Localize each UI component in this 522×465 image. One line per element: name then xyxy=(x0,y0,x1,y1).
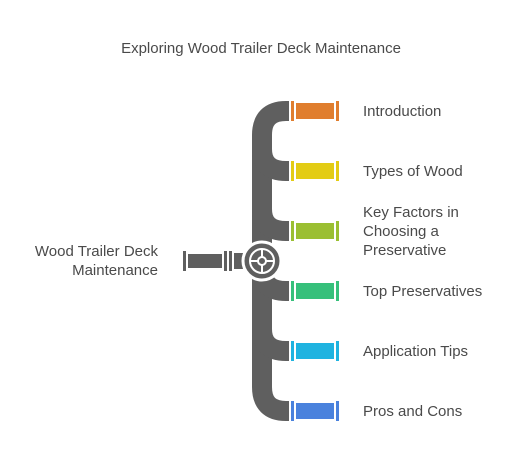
diagram-title: Exploring Wood Trailer Deck Maintenance xyxy=(121,40,401,57)
branch-segments xyxy=(286,101,339,421)
branch-label-6: Pros and Cons xyxy=(363,403,463,420)
valve-icon xyxy=(241,240,283,282)
branch-connector xyxy=(252,208,287,241)
branch-label-5: Application Tips xyxy=(363,343,469,360)
branch-connector xyxy=(252,328,287,361)
branch-pipe-6 xyxy=(286,401,339,421)
branch-pipe-1 xyxy=(286,101,339,121)
root-pipe xyxy=(183,251,248,271)
branch-label-2: Types of Wood xyxy=(363,163,463,180)
branch-connectors xyxy=(252,148,287,361)
branch-connector xyxy=(252,148,287,181)
branch-pipe-4 xyxy=(286,281,339,301)
branch-label-4: Top Preservatives xyxy=(363,283,483,300)
branch-label-3: Key Factors in Choosing a Preservative xyxy=(363,204,459,259)
branch-pipe-2 xyxy=(286,161,339,181)
branch-pipe-5 xyxy=(286,341,339,361)
root-label: Wood Trailer Deck Maintenance xyxy=(34,243,158,279)
branch-pipe-3 xyxy=(286,221,339,241)
branch-label-1: Introduction xyxy=(363,103,442,120)
